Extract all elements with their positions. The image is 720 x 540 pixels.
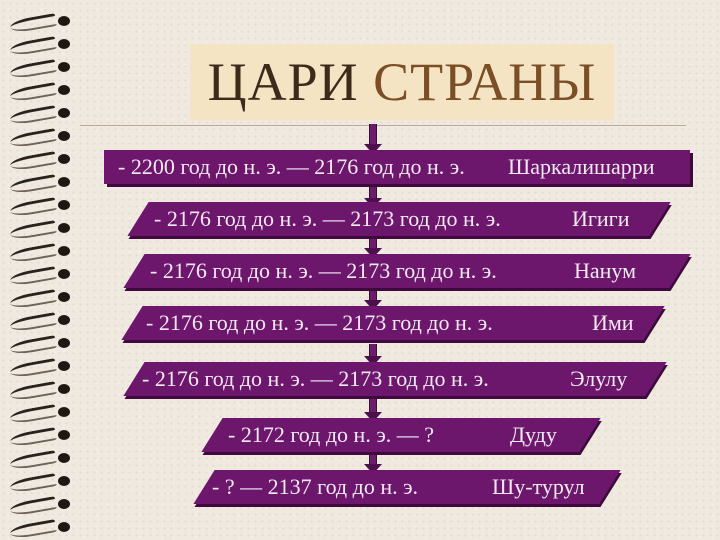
connector-arrow <box>364 344 382 366</box>
binding-ring <box>8 404 76 425</box>
ruler-name: Игиги <box>572 206 630 231</box>
binding-ring <box>8 519 76 540</box>
ruler-name: Нанум <box>574 258 637 283</box>
binding-ring <box>8 450 76 471</box>
binding-ring <box>8 82 76 103</box>
binding-ring <box>8 289 76 310</box>
ruler-row-elulu: - 2176 год до н. э. — 2173 год до н. э. … <box>123 362 667 396</box>
ruler-period: - ? — 2137 год до н. э. <box>212 474 419 499</box>
title-word-2: СТРАНЫ <box>373 52 597 112</box>
connector-arrow <box>364 288 382 310</box>
connector-arrow <box>364 398 382 422</box>
ruler-row-shu-turul: - ? — 2137 год до н. э. Шу-турул <box>193 470 621 504</box>
ruler-name: Элулу <box>570 366 628 391</box>
ruler-row-nanum: - 2176 год до н. э. — 2173 год до н. э. … <box>123 254 691 288</box>
binding-ring <box>8 197 76 218</box>
binding-ring <box>8 243 76 264</box>
binding-ring <box>8 151 76 172</box>
ruler-row-igigi: - 2176 год до н. э. — 2173 год до н. э. … <box>127 202 671 236</box>
binding-ring <box>8 13 76 34</box>
ruler-name: Ими <box>592 310 634 335</box>
connector-arrow <box>364 236 382 258</box>
binding-ring <box>8 358 76 379</box>
title-box: ЦАРИ СТРАНЫ <box>190 44 614 120</box>
binding-ring <box>8 59 76 80</box>
binding-ring <box>8 312 76 333</box>
connector-arrow <box>364 450 382 474</box>
binding-ring <box>8 381 76 402</box>
binding-ring <box>8 496 76 517</box>
binding-ring <box>8 105 76 126</box>
ruler-period: - 2176 год до н. э. — 2173 год до н. э. <box>150 258 497 283</box>
ruler-period: - 2176 год до н. э. — 2173 год до н. э. <box>146 310 493 335</box>
spiral-binding <box>0 0 80 540</box>
ruler-name: Шаркалишарри <box>508 154 655 179</box>
slide-title: ЦАРИ СТРАНЫ <box>208 55 597 109</box>
ruler-period: - 2172 год до н. э. — ? <box>228 422 435 447</box>
binding-ring <box>8 427 76 448</box>
ruler-row-sharkalisharri: - 2200 год до н. э. — 2176 год до н. э. … <box>104 150 690 184</box>
ruler-name: Дуду <box>510 422 557 447</box>
binding-ring <box>8 335 76 356</box>
binding-ring <box>8 220 76 241</box>
binding-ring <box>8 174 76 195</box>
ruler-row-dudu: - 2172 год до н. э. — ? Дуду <box>201 418 601 452</box>
ruler-period: - 2200 год до н. э. — 2176 год до н. э. <box>118 154 465 179</box>
connector-arrow <box>364 124 382 154</box>
title-word-1: ЦАРИ <box>207 52 359 112</box>
ruler-row-imi: - 2176 год до н. э. — 2173 год до н. э. … <box>121 306 665 340</box>
binding-ring <box>8 128 76 149</box>
binding-ring <box>8 266 76 287</box>
ruler-period: - 2176 год до н. э. — 2173 год до н. э. <box>142 366 489 391</box>
ruler-period: - 2176 год до н. э. — 2173 год до н. э. <box>154 206 501 231</box>
ruler-box <box>104 150 690 184</box>
ruler-name: Шу-турул <box>492 474 585 499</box>
binding-ring <box>8 473 76 494</box>
binding-ring <box>8 36 76 57</box>
title-divider <box>80 125 686 126</box>
